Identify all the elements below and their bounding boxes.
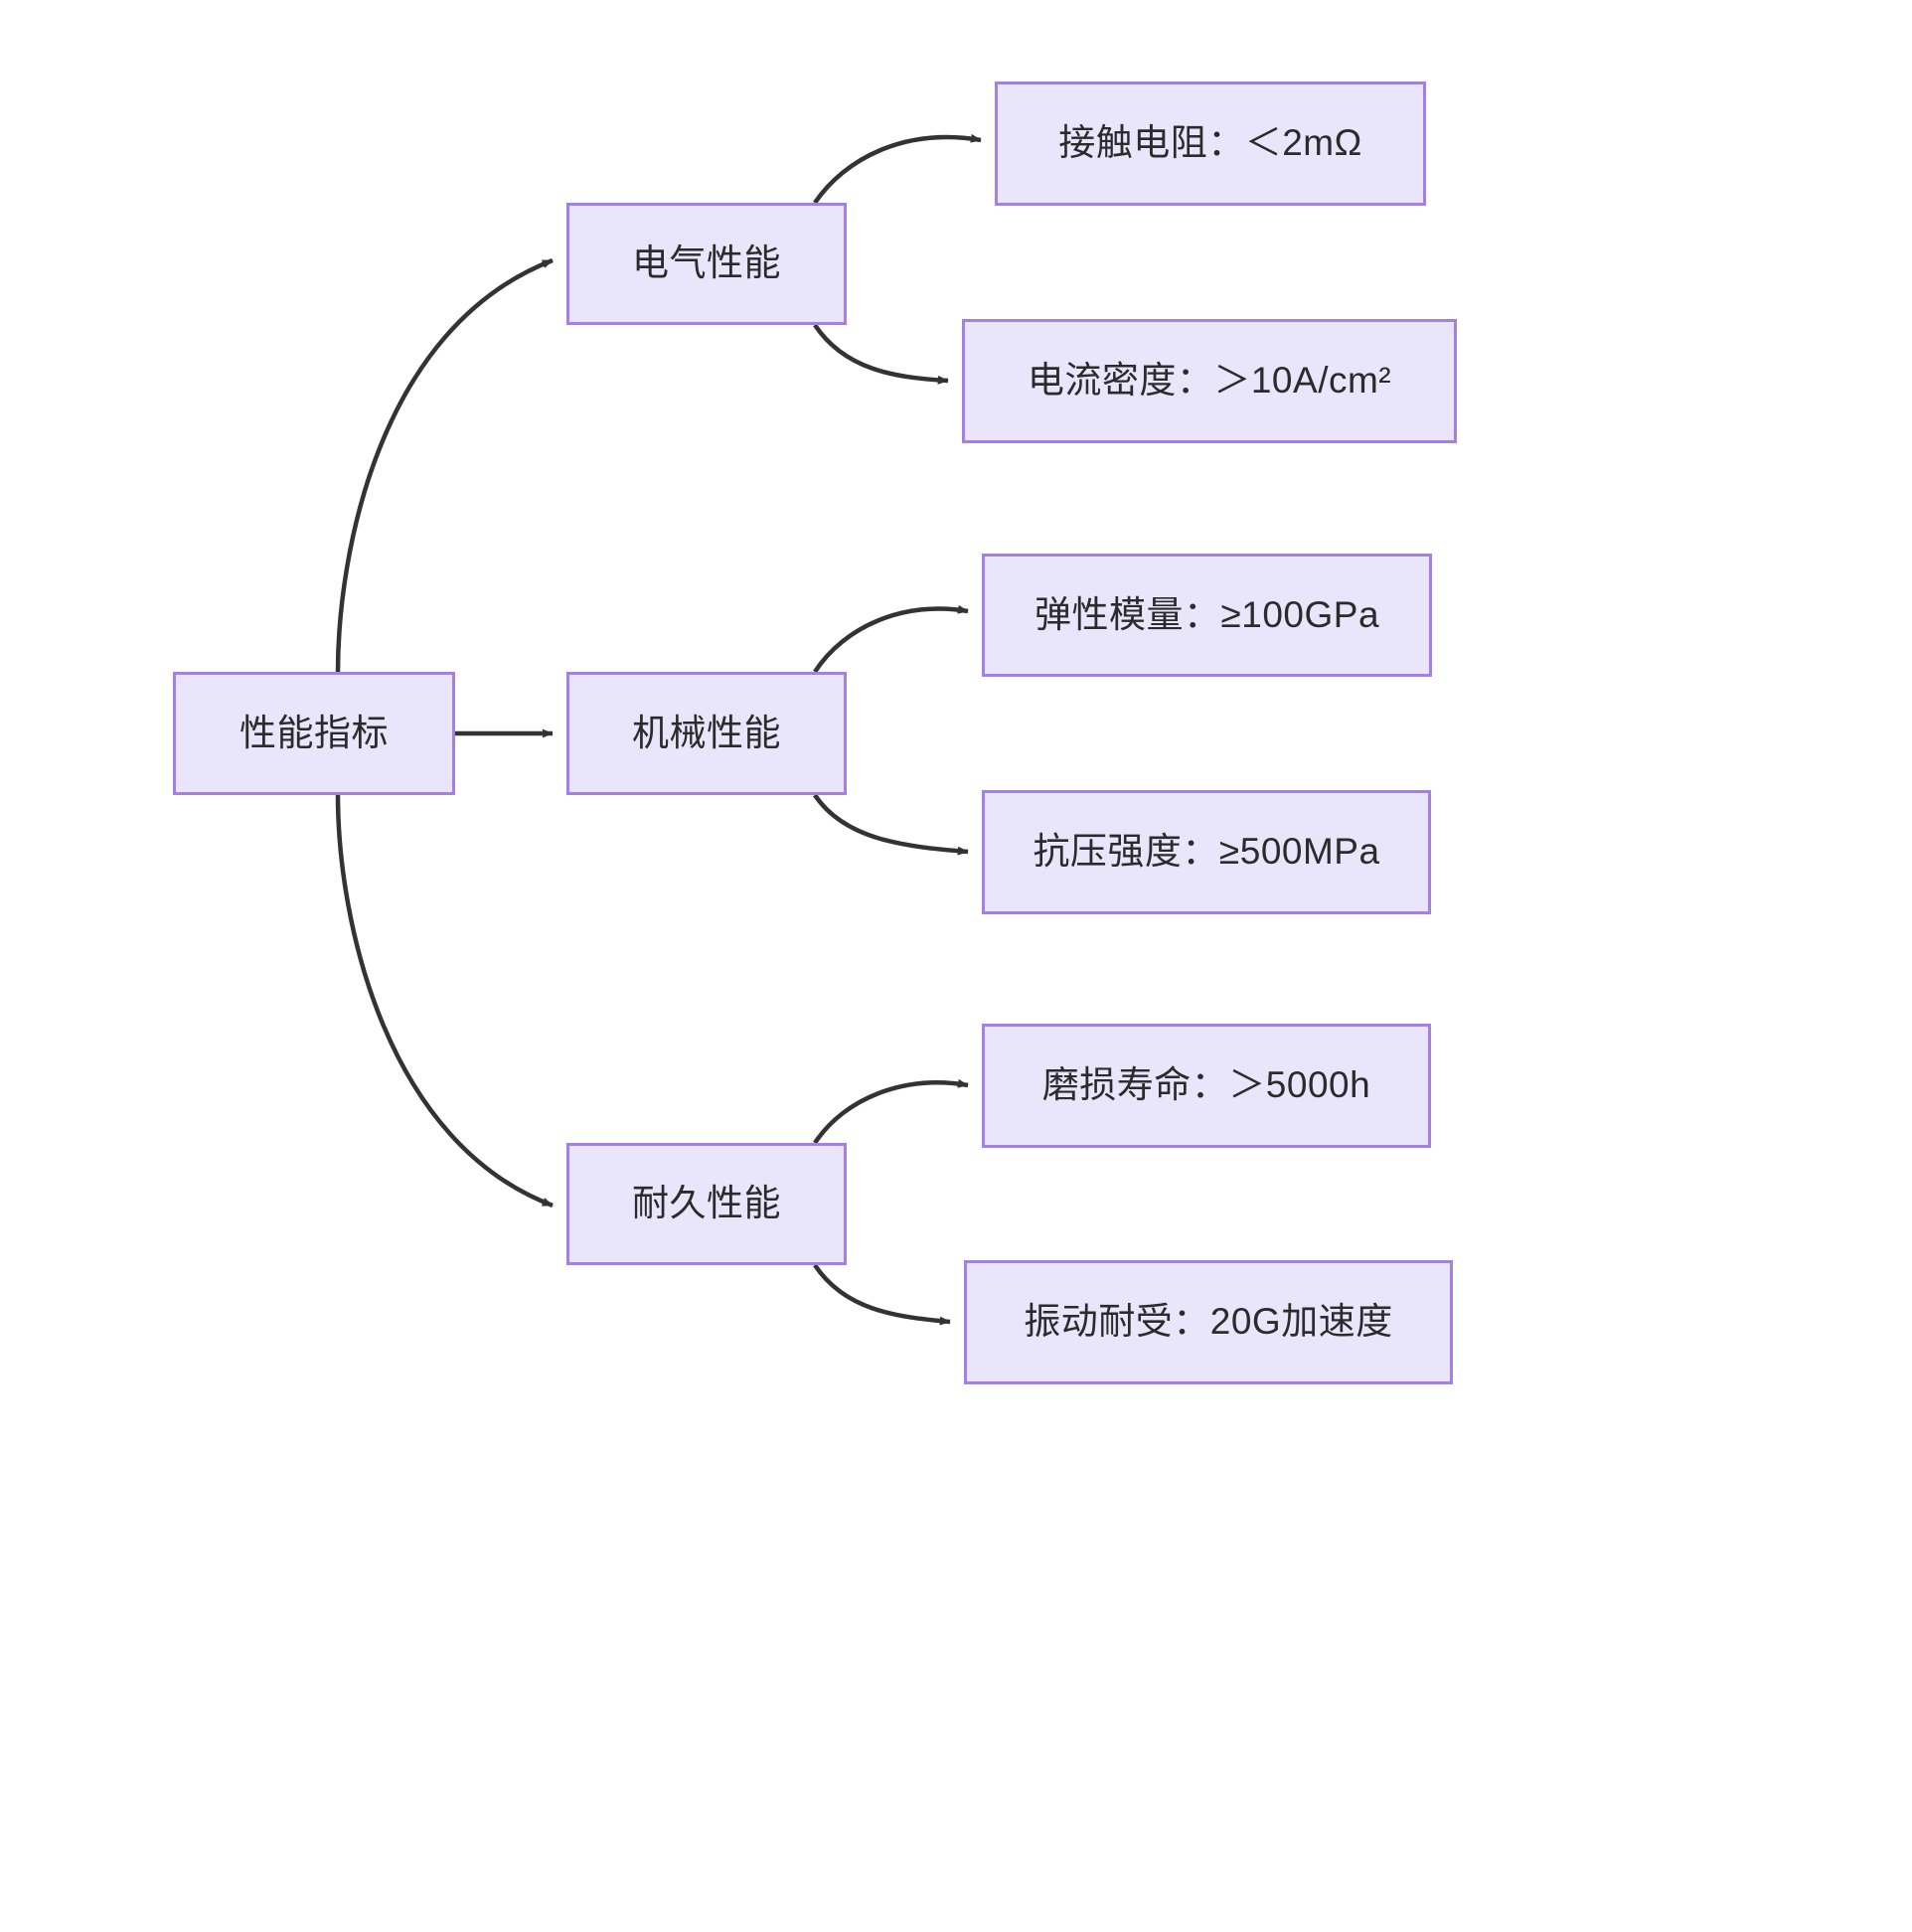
node-vibration-resistance-label: 振动耐受：20G加速度 [1024,1301,1393,1343]
node-electrical-label: 电气性能 [632,242,781,284]
node-wear-life[interactable]: 磨损寿命：＞5000h [982,1024,1431,1148]
node-mechanical-label: 机械性能 [632,712,781,753]
node-wear-life-label: 磨损寿命：＞5000h [1041,1064,1371,1106]
node-root-label: 性能指标 [239,712,389,753]
node-electrical[interactable]: 电气性能 [566,203,847,325]
edge-electrical-to-current-density [813,323,949,385]
node-elastic-modulus[interactable]: 弹性模量：≥100GPa [982,554,1432,677]
edge-durability-to-vibration [813,1263,951,1326]
node-elastic-modulus-label: 弹性模量：≥100GPa [1034,593,1380,635]
edge-durability-to-wear-life [813,1078,969,1145]
node-durability[interactable]: 耐久性能 [566,1143,847,1265]
node-contact-resistance-label: 接触电阻：＜2mΩ [1058,122,1362,164]
edge-root-to-durability [335,794,554,1208]
node-compressive-strength[interactable]: 抗压强度：≥500MPa [982,790,1431,914]
node-root[interactable]: 性能指标 [173,672,455,795]
node-current-density-label: 电流密度：＞10A/cm² [1027,360,1392,402]
edge-mechanical-to-elastic-modulus [813,604,969,674]
node-vibration-resistance[interactable]: 振动耐受：20G加速度 [964,1260,1453,1384]
node-current-density[interactable]: 电流密度：＞10A/cm² [962,319,1457,443]
edge-mechanical-to-compressive [813,793,969,856]
node-mechanical[interactable]: 机械性能 [566,672,847,795]
node-compressive-strength-label: 抗压强度：≥500MPa [1033,831,1380,873]
node-durability-label: 耐久性能 [632,1183,781,1224]
edge-electrical-to-contact-resistance [813,133,982,205]
edge-root-to-electrical [335,257,554,673]
node-contact-resistance[interactable]: 接触电阻：＜2mΩ [995,81,1426,206]
